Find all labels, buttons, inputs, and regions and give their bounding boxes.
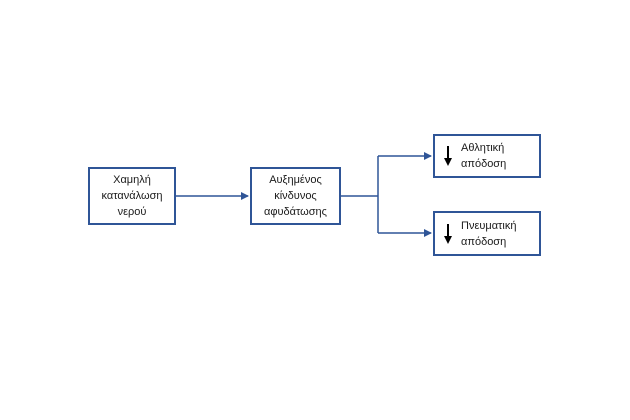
node-dehydration-risk-label: Αυξημένος κίνδυνος αφυδάτωσης [264,174,327,218]
down-arrow-icon [444,146,452,166]
down-arrow-icon [444,223,452,244]
node-mental-performance: Πνευματική απόδοση [433,211,541,256]
node-mental-performance-label: Πνευματική απόδοση [461,219,517,248]
node-athletic-performance-label: Αθλητική απόδοση [461,142,507,170]
node-dehydration-risk: Αυξημένος κίνδυνος αφυδάτωσης [250,167,341,225]
node-low-water-intake-label: Χαμηλή κατανάλωση νερού [101,174,163,218]
node-athletic-performance: Αθλητική απόδοση [433,134,541,178]
node-low-water-intake: Χαμηλή κατανάλωση νερού [88,167,176,225]
